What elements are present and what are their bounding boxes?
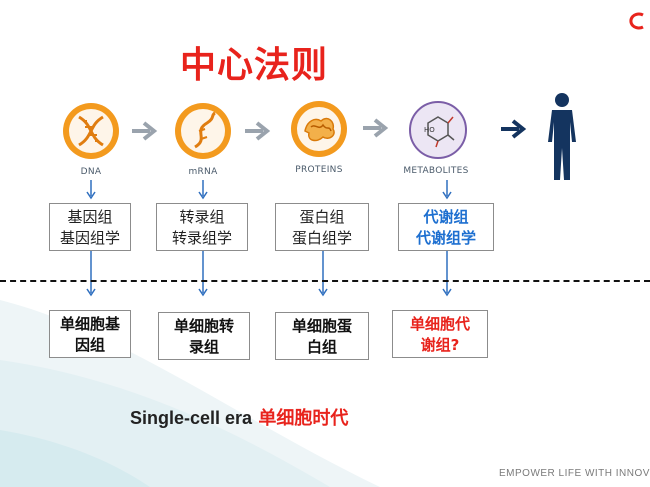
molecule-hydroxyl-text: HO	[424, 126, 435, 134]
transcriptome-box: 转录组 转录组学	[156, 203, 248, 251]
era-english: Single-cell era	[130, 408, 253, 428]
sc-metabolome-line2: 谢组?	[420, 336, 460, 354]
arrow-down-icon	[198, 251, 208, 297]
arrow-right-icon	[132, 121, 158, 141]
mrna-label: mRNA	[188, 167, 218, 177]
single-cell-genome-box: 单细胞基 因组	[49, 310, 131, 358]
sc-proteome-line2: 白组	[306, 338, 337, 356]
genome-box: 基因组 基因组学	[49, 203, 131, 251]
arrow-right-icon	[501, 119, 527, 139]
arrow-right-icon	[245, 121, 271, 141]
sc-transcriptome-line2: 录组	[188, 338, 219, 356]
transcriptome-line1: 转录组	[179, 208, 225, 226]
era-caption: Single-cell era 单细胞时代	[130, 404, 348, 430]
sc-transcriptome-line1: 单细胞转	[173, 317, 234, 335]
human-body-icon	[548, 93, 576, 180]
proteome-line1: 蛋白组	[299, 208, 345, 226]
dna-label: DNA	[80, 167, 102, 177]
arrow-down-icon	[198, 180, 208, 200]
metabolome-line2: 代谢组学	[415, 229, 476, 247]
dna-helix-icon	[63, 103, 119, 159]
sc-metabolome-line1: 单细胞代	[409, 315, 470, 333]
metabolites-label: METABOLITES	[403, 166, 469, 176]
arrow-down-icon	[442, 251, 452, 297]
arrow-down-icon	[442, 180, 452, 200]
metabolome-line1: 代谢组	[423, 208, 469, 226]
mrna-strand-icon	[175, 103, 231, 159]
page-title: 中心法则	[180, 45, 329, 86]
era-chinese: 单细胞时代	[258, 408, 349, 429]
single-cell-metabolome-box: 单细胞代 谢组?	[392, 310, 488, 358]
company-logo-icon	[629, 12, 644, 30]
proteome-line2: 蛋白组学	[291, 229, 352, 247]
genome-line1: 基因组	[67, 208, 113, 226]
sc-proteome-line1: 单细胞蛋	[291, 317, 352, 335]
protein-structure-icon	[291, 101, 347, 157]
metabolome-box: 代谢组 代谢组学	[398, 203, 494, 251]
transcriptome-line2: 转录组学	[171, 229, 232, 247]
arrow-right-icon	[363, 118, 389, 138]
proteins-label: PROTEINS	[295, 165, 343, 175]
sc-genome-line1: 单细胞基	[59, 315, 120, 333]
era-divider	[0, 280, 650, 282]
arrow-down-icon	[318, 251, 328, 297]
metabolite-molecule-icon: HO	[409, 101, 467, 159]
company-tagline: EMPOWER LIFE WITH INNOV	[499, 468, 650, 479]
arrow-down-icon	[86, 251, 96, 297]
single-cell-transcriptome-box: 单细胞转 录组	[158, 312, 250, 360]
arrow-down-icon	[86, 180, 96, 200]
sc-genome-line2: 因组	[74, 336, 105, 354]
single-cell-proteome-box: 单细胞蛋 白组	[275, 312, 369, 360]
genome-line2: 基因组学	[59, 229, 120, 247]
proteome-box: 蛋白组 蛋白组学	[275, 203, 369, 251]
